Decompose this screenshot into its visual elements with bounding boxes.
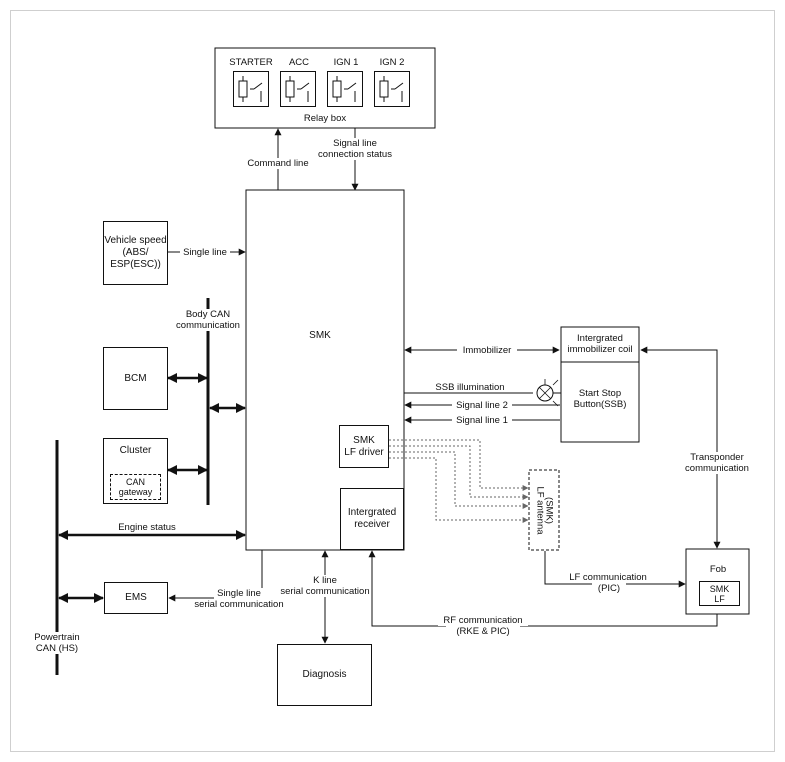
relay-box-title: Relay box [303, 113, 347, 124]
bcm-label: BCM [124, 372, 147, 384]
lf-comm-label-1: LF communication [565, 572, 651, 583]
single-line-serial-label-1: Single line [214, 588, 264, 599]
ems-label: EMS [125, 592, 147, 603]
immobilizer-coil-label-1: Intergrated [577, 333, 623, 344]
can-gateway-label-1: CAN [125, 477, 145, 487]
can-gateway-box: CAN gateway [110, 474, 161, 500]
powertrain-can-label-2: CAN (HS) [28, 643, 86, 654]
single-line-serial-label-2: serial communication [194, 599, 284, 610]
cluster-label: Cluster [119, 445, 152, 456]
relay-label-ign1: IGN 1 [333, 57, 359, 68]
vehicle-speed-box: Vehicle speed (ABS/ ESP(ESC)) [103, 221, 168, 285]
diagram-frame [10, 10, 775, 752]
integrated-receiver-box: Intergrated receiver [340, 488, 404, 550]
command-line-label: Command line [243, 158, 313, 169]
lf-driver-lines [389, 439, 529, 523]
can-gateway-label-2: gateway [118, 487, 153, 497]
relay-label-ign2: IGN 2 [379, 57, 405, 68]
relay-label-starter: STARTER [229, 57, 273, 68]
vehicle-speed-label-1: Vehicle speed [104, 235, 167, 246]
diagnosis-box: Diagnosis [277, 644, 372, 706]
single-line-label: Single line [180, 247, 230, 258]
transponder-label-2: communication [680, 463, 754, 474]
lf-antenna-label-2: (SMK) [543, 497, 555, 524]
fob-label: Fob [709, 564, 727, 575]
signal-line-label-2: connection status [312, 149, 398, 160]
relay-ign2-icon [374, 71, 410, 107]
vehicle-speed-label-2: (ABS/ [122, 247, 149, 258]
ssb-label-1: Start Stop [578, 388, 622, 399]
ssb-label-2: Button(SSB) [573, 399, 627, 410]
transponder-label-1: Transponder [685, 452, 749, 463]
integrated-receiver-label-1: Intergrated [347, 507, 397, 518]
signal-line-2-label: Signal line 2 [452, 400, 512, 411]
signal-line-1-label: Signal line 1 [452, 415, 512, 426]
relay-label-acc: ACC [288, 57, 310, 68]
fob-lf-label: LF [714, 593, 725, 604]
bcm-box: BCM [103, 347, 168, 410]
engine-status-label: Engine status [118, 522, 176, 533]
k-line-label-2: serial communication [279, 586, 371, 597]
smk-lf-driver-label-2: LF driver [344, 446, 384, 458]
rf-comm-link [368, 550, 718, 627]
lf-comm-link [544, 551, 686, 588]
body-can-label-2: communication [172, 320, 244, 331]
smk-lf-driver-label-1: SMK [353, 434, 375, 446]
body-can-label-1: Body CAN [178, 309, 238, 320]
lf-antenna-box [528, 469, 560, 551]
powertrain-can-label-1: Powertrain [28, 632, 86, 643]
immobilizer-label: Immobilizer [457, 345, 517, 356]
lf-comm-label-2: (PIC) [592, 583, 626, 594]
fob-smk-lf-box: SMK LF [699, 581, 740, 606]
diagnosis-label: Diagnosis [302, 669, 347, 680]
immobilizer-ssb-box [560, 326, 640, 443]
vehicle-speed-label-3: ESP(ESC)) [110, 259, 161, 270]
k-line-label-1: K line [305, 575, 345, 586]
transponder-link [640, 346, 721, 549]
fob-smk-label: SMK [709, 583, 730, 594]
immobilizer-coil-label-2: immobilizer coil [567, 344, 633, 355]
rf-comm-label-1: RF communication [438, 615, 528, 626]
smk-label: SMK [309, 330, 331, 341]
relay-acc-icon [280, 71, 316, 107]
relay-starter-icon [233, 71, 269, 107]
ems-box: EMS [104, 582, 168, 614]
relay-ign1-icon [327, 71, 363, 107]
rf-comm-label-2: (RKE & PIC) [446, 626, 520, 637]
smk-lf-driver-box: SMK LF driver [339, 425, 389, 468]
signal-line-label-1: Signal line [326, 138, 384, 149]
integrated-receiver-label-2: receiver [354, 519, 390, 530]
ssb-illumination-label: SSB illumination [435, 382, 505, 393]
